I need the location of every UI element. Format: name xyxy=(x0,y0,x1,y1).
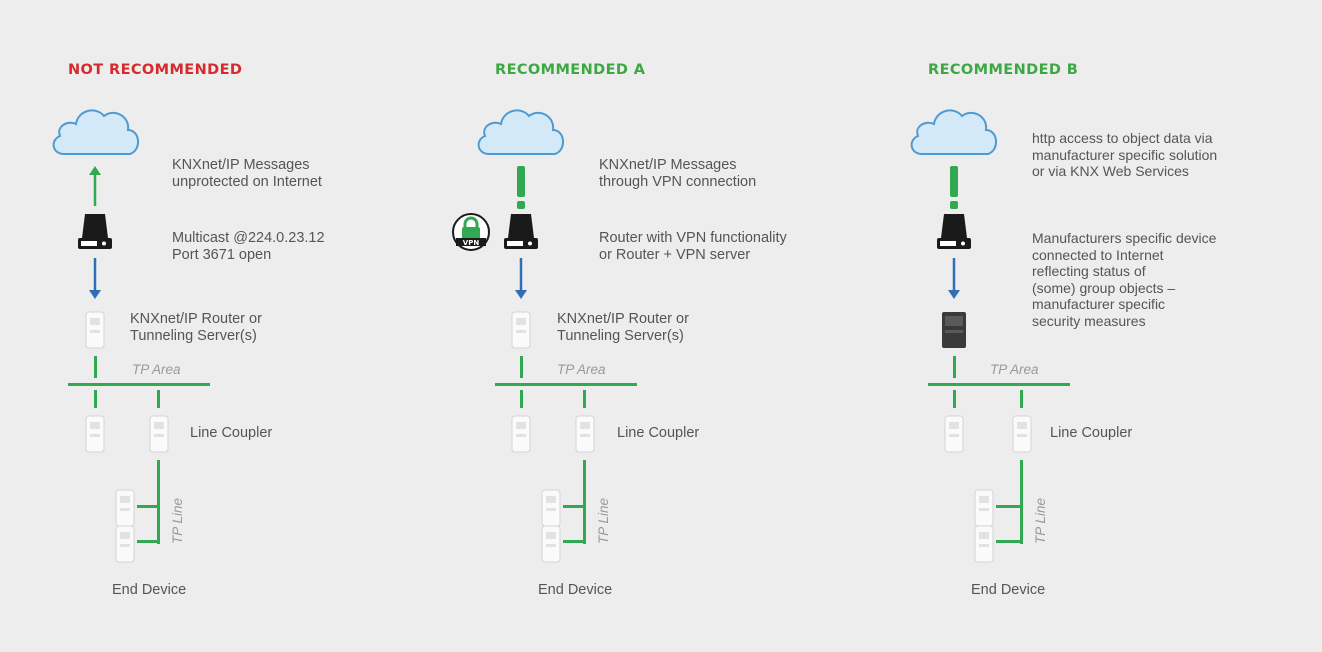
knx-device-icon xyxy=(510,310,532,350)
panel-title: RECOMMENDED B xyxy=(928,62,1079,78)
cloud-icon xyxy=(48,100,144,160)
knx-device-icon xyxy=(510,414,532,454)
panel-title: NOT RECOMMENDED xyxy=(68,62,243,78)
connector xyxy=(137,505,157,508)
tp-area-bus xyxy=(928,383,1070,386)
knx-device-icon xyxy=(973,488,995,528)
tp-area-label: TP Area xyxy=(557,362,606,377)
link-description: KNXnet/IP Messages through VPN connectio… xyxy=(599,157,757,190)
router-icon xyxy=(937,212,971,250)
tp-line-bus xyxy=(157,460,160,544)
knx-device-icon xyxy=(943,414,965,454)
tp-line-label: TP Line xyxy=(170,497,185,544)
cloud-icon xyxy=(473,100,569,160)
connector xyxy=(1020,390,1023,408)
router-icon xyxy=(504,212,538,250)
knx-device-icon xyxy=(84,414,106,454)
end-device-label: End Device xyxy=(112,582,187,598)
line-coupler-label: Line Coupler xyxy=(190,425,273,441)
tp-area-bus xyxy=(68,383,210,386)
vpn-lock-icon: VPN xyxy=(451,212,491,252)
connector xyxy=(137,540,157,543)
knx-device-icon xyxy=(84,310,106,350)
secure-link-icon xyxy=(949,166,959,210)
router-description: Manufacturers specific device connected … xyxy=(1032,230,1217,329)
knx-device-icon xyxy=(114,488,136,528)
connector xyxy=(953,390,956,408)
line-coupler-icon xyxy=(148,414,170,454)
arrow-down-icon xyxy=(514,258,528,300)
panel-recommended-b: RECOMMENDED B http access to object data… xyxy=(860,0,1290,652)
knx-device-icon xyxy=(973,524,995,564)
tp-line-bus xyxy=(1020,460,1023,544)
arrow-up-icon xyxy=(88,166,102,206)
line-coupler-label: Line Coupler xyxy=(1050,425,1133,441)
device-description: KNXnet/IP Router or Tunneling Server(s) xyxy=(130,311,262,344)
link-description: KNXnet/IP Messages unprotected on Intern… xyxy=(172,157,322,190)
connector xyxy=(563,505,583,508)
connector xyxy=(996,505,1020,508)
line-coupler-icon xyxy=(1011,414,1033,454)
connector xyxy=(563,540,583,543)
tp-area-bus xyxy=(495,383,637,386)
tp-area-label: TP Area xyxy=(132,362,181,377)
cloud-icon xyxy=(906,100,1002,160)
svg-text:VPN: VPN xyxy=(463,239,480,247)
connector xyxy=(94,356,97,378)
router-icon xyxy=(78,212,112,250)
connector xyxy=(94,390,97,408)
tp-line-label: TP Line xyxy=(1033,497,1048,544)
connector xyxy=(996,540,1020,543)
knx-device-icon xyxy=(540,524,562,564)
secure-link-icon xyxy=(516,166,526,210)
link-description: http access to object data via manufactu… xyxy=(1032,130,1218,179)
connector xyxy=(157,390,160,408)
arrow-down-icon xyxy=(88,258,102,300)
knx-device-icon xyxy=(114,524,136,564)
line-coupler-label: Line Coupler xyxy=(617,425,700,441)
arrow-down-icon xyxy=(947,258,961,300)
connector xyxy=(520,356,523,378)
end-device-label: End Device xyxy=(538,582,613,598)
line-coupler-icon xyxy=(574,414,596,454)
connector xyxy=(520,390,523,408)
panel-recommended-a: RECOMMENDED A KNXnet/IP Messages through… xyxy=(427,0,857,652)
gateway-device-icon xyxy=(940,310,968,350)
router-description: Multicast @224.0.23.12 Port 3671 open xyxy=(172,230,325,263)
tp-line-bus xyxy=(583,460,586,544)
connector xyxy=(953,356,956,378)
panel-not-recommended: NOT RECOMMENDED KNXnet/IP Messages unpro… xyxy=(0,0,430,652)
tp-line-label: TP Line xyxy=(596,497,611,544)
connector xyxy=(583,390,586,408)
device-description: KNXnet/IP Router or Tunneling Server(s) xyxy=(557,311,689,344)
tp-area-label: TP Area xyxy=(990,362,1039,377)
router-description: Router with VPN functionality or Router … xyxy=(599,230,787,263)
knx-device-icon xyxy=(540,488,562,528)
panel-title: RECOMMENDED A xyxy=(495,62,646,78)
end-device-label: End Device xyxy=(971,582,1046,598)
